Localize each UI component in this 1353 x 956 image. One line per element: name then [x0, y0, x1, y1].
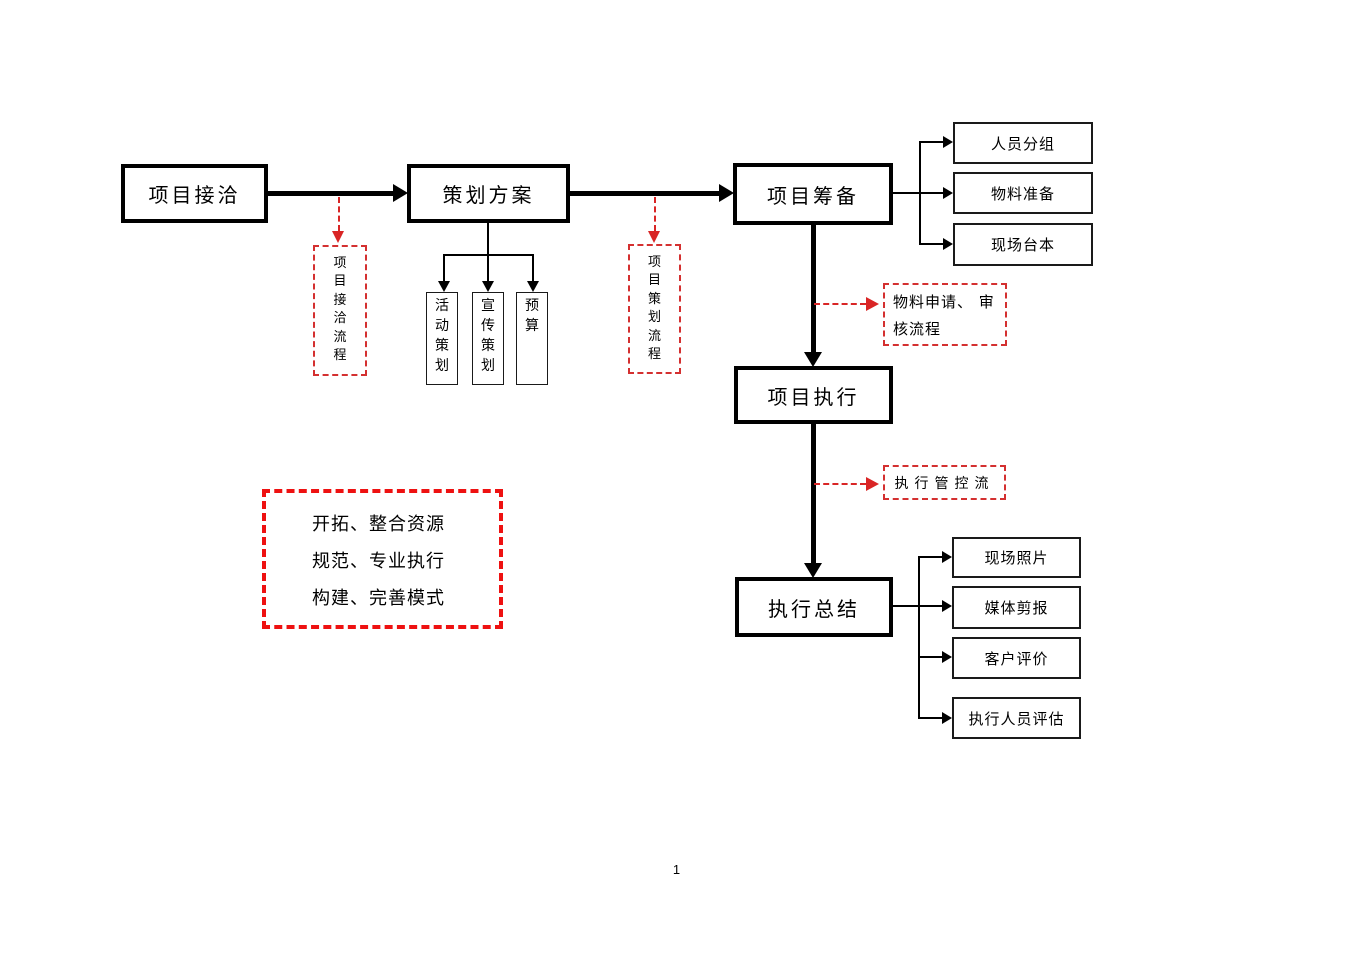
red-arrow-planning-note-line: [654, 197, 656, 231]
arrow-preparation-to-execution-head: [804, 352, 822, 367]
connector-planning-stem: [487, 223, 489, 255]
arrow-client-evaluation-head: [942, 651, 952, 663]
arrow-preparation-to-execution-line: [811, 225, 816, 353]
arrow-execution-to-summary-line: [811, 424, 816, 564]
connector-photos-arm: [918, 556, 942, 558]
box-site-photos: 现场照片: [952, 537, 1081, 578]
box-activity-planning-label: 活动策划: [434, 298, 449, 374]
connector-summary-trunk: [918, 556, 920, 719]
arrow-execution-to-summary-head: [804, 563, 822, 578]
connector-script-arm: [919, 243, 944, 245]
box-material-preparation-label: 物料准备: [990, 184, 1055, 203]
connector-activity-drop: [443, 254, 445, 282]
arrow-personnel-grouping-head: [943, 136, 953, 148]
box-site-script-label: 现场台本: [990, 236, 1055, 254]
connector-publicity-drop: [487, 254, 489, 282]
note-execution-control-process: 执行管控流: [883, 465, 1006, 500]
arrow-executor-evaluation-head: [942, 712, 952, 724]
note-contact-process-label: 项目接洽流程: [333, 256, 347, 364]
arrow-publicity-planning-head: [482, 281, 494, 292]
arrow-site-photos-head: [942, 551, 952, 563]
box-planning-proposal: 策划方案: [407, 164, 570, 223]
box-project-contact-label: 项目接洽: [148, 183, 241, 207]
box-project-execution-label: 项目执行: [767, 384, 860, 409]
box-budget-label: 预算: [524, 298, 539, 334]
red-arrow-planning-note-head: [648, 231, 660, 243]
arrow-site-script-head: [943, 238, 953, 250]
box-personnel-grouping: 人员分组: [953, 122, 1093, 164]
box-client-evaluation-label: 客户评价: [984, 649, 1049, 668]
arrow-budget-head: [527, 281, 539, 292]
box-project-contact: 项目接洽: [121, 164, 268, 223]
red-arrow-material-note-line: [814, 303, 866, 305]
motto-line-3: 构建、完善模式: [312, 588, 445, 609]
note-planning-process-label: 项目策划流程: [647, 255, 661, 363]
connector-client-arm: [918, 656, 942, 658]
box-personnel-grouping-label: 人员分组: [990, 134, 1055, 153]
connector-preparation-out: [893, 192, 921, 194]
box-activity-planning: 活动策划: [426, 292, 458, 385]
box-project-preparation: 项目筹备: [733, 163, 893, 225]
note-material-request-process: 物料申请、 审核流程: [883, 283, 1007, 346]
box-client-evaluation: 客户评价: [952, 637, 1081, 679]
arrow-contact-to-planning-head: [393, 184, 408, 202]
box-site-script: 现场台本: [953, 223, 1093, 266]
page-number: 1: [672, 862, 681, 877]
red-arrow-contact-note-line: [338, 197, 340, 231]
motto-box: 开拓、整合资源 规范、专业执行 构建、完善模式: [262, 489, 503, 629]
motto-line-2: 规范、专业执行: [312, 551, 445, 572]
box-material-preparation: 物料准备: [953, 172, 1093, 214]
note-execution-control-process-label: 执行管控流: [894, 475, 995, 492]
box-project-execution: 项目执行: [734, 366, 893, 424]
connector-executor-arm: [918, 717, 942, 719]
note-planning-process: 项目策划流程: [628, 244, 681, 374]
box-execution-summary-label: 执行总结: [768, 596, 860, 621]
box-executor-evaluation: 执行人员评估: [952, 697, 1081, 739]
connector-clippings-arm: [920, 605, 942, 607]
connector-personnel-arm: [919, 141, 944, 143]
box-site-photos-label: 现场照片: [984, 549, 1049, 567]
box-executor-evaluation-label: 执行人员评估: [968, 709, 1065, 728]
box-budget: 预算: [516, 292, 548, 385]
box-planning-proposal-label: 策划方案: [442, 183, 535, 207]
box-publicity-planning-label: 宣传策划: [480, 298, 495, 374]
arrow-material-preparation-head: [943, 187, 953, 199]
red-arrow-material-note-head: [866, 297, 879, 311]
box-media-clippings: 媒体剪报: [952, 586, 1081, 629]
box-project-preparation-label: 项目筹备: [767, 183, 859, 208]
note-contact-process: 项目接洽流程: [313, 245, 367, 376]
arrow-planning-to-preparation-head: [719, 184, 734, 202]
red-arrow-contact-note-head: [332, 231, 344, 243]
arrow-contact-to-planning-line: [268, 191, 393, 196]
arrow-media-clippings-head: [942, 600, 952, 612]
arrow-activity-planning-head: [438, 281, 450, 292]
box-publicity-planning: 宣传策划: [472, 292, 504, 385]
connector-budget-drop: [532, 254, 534, 282]
red-arrow-control-note-line: [814, 483, 866, 485]
red-arrow-control-note-head: [866, 477, 879, 491]
connector-preparation-trunk: [919, 141, 921, 245]
motto-line-1: 开拓、整合资源: [312, 514, 445, 535]
box-execution-summary: 执行总结: [735, 577, 893, 637]
connector-summary-out: [893, 605, 920, 607]
box-media-clippings-label: 媒体剪报: [984, 599, 1049, 617]
connector-material-arm: [921, 192, 944, 194]
arrow-planning-to-preparation-line: [569, 191, 719, 196]
note-material-request-process-label: 物料申请、 审核流程: [893, 293, 995, 338]
